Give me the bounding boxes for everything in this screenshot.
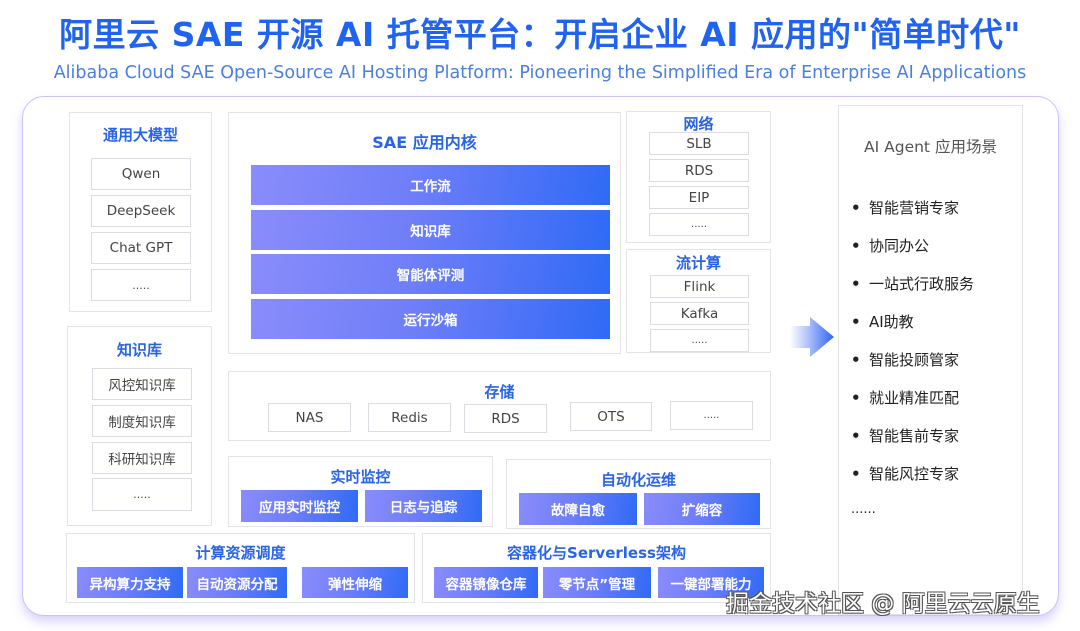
bullet-icon: • — [851, 427, 861, 445]
model-item: ..... — [91, 269, 191, 301]
flow-arrow-icon — [790, 317, 834, 357]
monitoring-title: 实时监控 — [330, 468, 391, 486]
core-title: SAE 应用内核 — [372, 133, 477, 152]
monitoring-bar: 日志与追踪 — [365, 490, 482, 522]
scenario-item: •智能售前专家 — [851, 427, 960, 445]
storage-item: ..... — [670, 401, 753, 430]
network-item: EIP — [649, 186, 749, 209]
storage-panel: 存储 NAS Redis RDS OTS ..... — [228, 371, 771, 441]
scenario-item: •就业精准匹配 — [851, 389, 960, 407]
container-bar: 零节点”管理 — [543, 567, 651, 598]
knowledge-item: 科研知识库 — [92, 442, 192, 474]
stream-item: Flink — [650, 275, 749, 298]
network-title: 网络 — [683, 115, 714, 133]
compute-bar: 弹性伸缩 — [302, 567, 408, 598]
container-panel: 容器化与Serverless架构 容器镜像仓库 零节点”管理 一键部署能力 — [422, 533, 771, 603]
bullet-icon: • — [851, 313, 861, 331]
knowledge-title: 知识库 — [116, 341, 162, 359]
network-item: ..... — [649, 213, 749, 236]
ops-title: 自动化运维 — [600, 471, 676, 489]
network-item: SLB — [649, 132, 749, 155]
core-bar-sandbox: 运行沙箱 — [251, 299, 610, 339]
models-panel: 通用大模型 Qwen DeepSeek Chat GPT ..... — [69, 112, 212, 312]
core-bar-knowledge: 知识库 — [251, 210, 610, 250]
bullet-icon: • — [851, 199, 861, 217]
scenario-item: •AI助教 — [851, 313, 914, 331]
storage-item: NAS — [268, 403, 351, 432]
model-item: DeepSeek — [91, 195, 191, 227]
model-item: Qwen — [91, 158, 191, 190]
container-title: 容器化与Serverless架构 — [507, 544, 686, 562]
monitoring-bar: 应用实时监控 — [241, 490, 358, 522]
core-panel: SAE 应用内核 工作流 知识库 智能体评测 运行沙箱 — [228, 112, 621, 354]
core-bar-workflow: 工作流 — [251, 165, 610, 205]
bullet-icon: • — [851, 275, 861, 293]
network-item: RDS — [649, 159, 749, 182]
compute-bar: 异构算力支持 — [77, 567, 183, 598]
scenario-item: •智能投顾管家 — [851, 351, 960, 369]
ops-bar: 故障自愈 — [519, 493, 637, 525]
compute-title: 计算资源调度 — [195, 544, 286, 562]
knowledge-panel: 知识库 风控知识库 制度知识库 科研知识库 ..... — [67, 326, 212, 526]
bullet-icon: • — [851, 351, 861, 369]
scenario-item: •协同办公 — [851, 237, 930, 255]
stream-panel: 流计算 Flink Kafka ..... — [626, 249, 771, 353]
stream-item: Kafka — [650, 302, 749, 325]
page-title: 阿里云 SAE 开源 AI 托管平台：开启企业 AI 应用的"简单时代" — [59, 15, 1021, 54]
ops-bar: 扩缩容 — [644, 493, 760, 525]
bullet-icon: • — [851, 465, 861, 483]
scenario-item: •智能营销专家 — [851, 199, 960, 217]
scenario-item: •一站式行政服务 — [851, 275, 975, 293]
storage-item: Redis — [368, 403, 451, 432]
stream-title: 流计算 — [675, 254, 721, 272]
knowledge-item: 风控知识库 — [92, 368, 192, 400]
bullet-icon: • — [851, 389, 861, 407]
scenario-item: •智能风控专家 — [851, 465, 960, 483]
scenario-more: ...... — [851, 502, 876, 517]
storage-title: 存储 — [484, 383, 515, 401]
bullet-icon: • — [851, 237, 861, 255]
page-subtitle: Alibaba Cloud SAE Open-Source AI Hosting… — [53, 63, 1027, 83]
watermark: 掘金技术社区 @ 阿里云云原生 — [726, 591, 1040, 617]
network-panel: 网络 SLB RDS EIP ..... — [626, 111, 771, 243]
compute-bar: 自动资源分配 — [187, 567, 287, 598]
scenarios-title: AI Agent 应用场景 — [864, 138, 997, 156]
container-bar: 容器镜像仓库 — [434, 567, 538, 598]
models-title: 通用大模型 — [102, 126, 178, 144]
storage-item: RDS — [464, 404, 547, 433]
compute-panel: 计算资源调度 异构算力支持 自动资源分配 弹性伸缩 — [66, 533, 415, 603]
storage-item: OTS — [570, 402, 652, 431]
knowledge-item: 制度知识库 — [92, 405, 192, 437]
core-bar-evaluation: 智能体评测 — [251, 254, 610, 294]
model-item: Chat GPT — [91, 232, 191, 264]
knowledge-item: ..... — [92, 478, 192, 511]
container-bar: 一键部署能力 — [658, 567, 764, 598]
ops-panel: 自动化运维 故障自愈 扩缩容 — [506, 459, 771, 529]
scenarios-panel: AI Agent 应用场景 •智能营销专家 •协同办公 •一站式行政服务 •AI… — [838, 105, 1023, 615]
stream-item: ..... — [650, 329, 749, 352]
monitoring-panel: 实时监控 应用实时监控 日志与追踪 — [228, 456, 493, 527]
